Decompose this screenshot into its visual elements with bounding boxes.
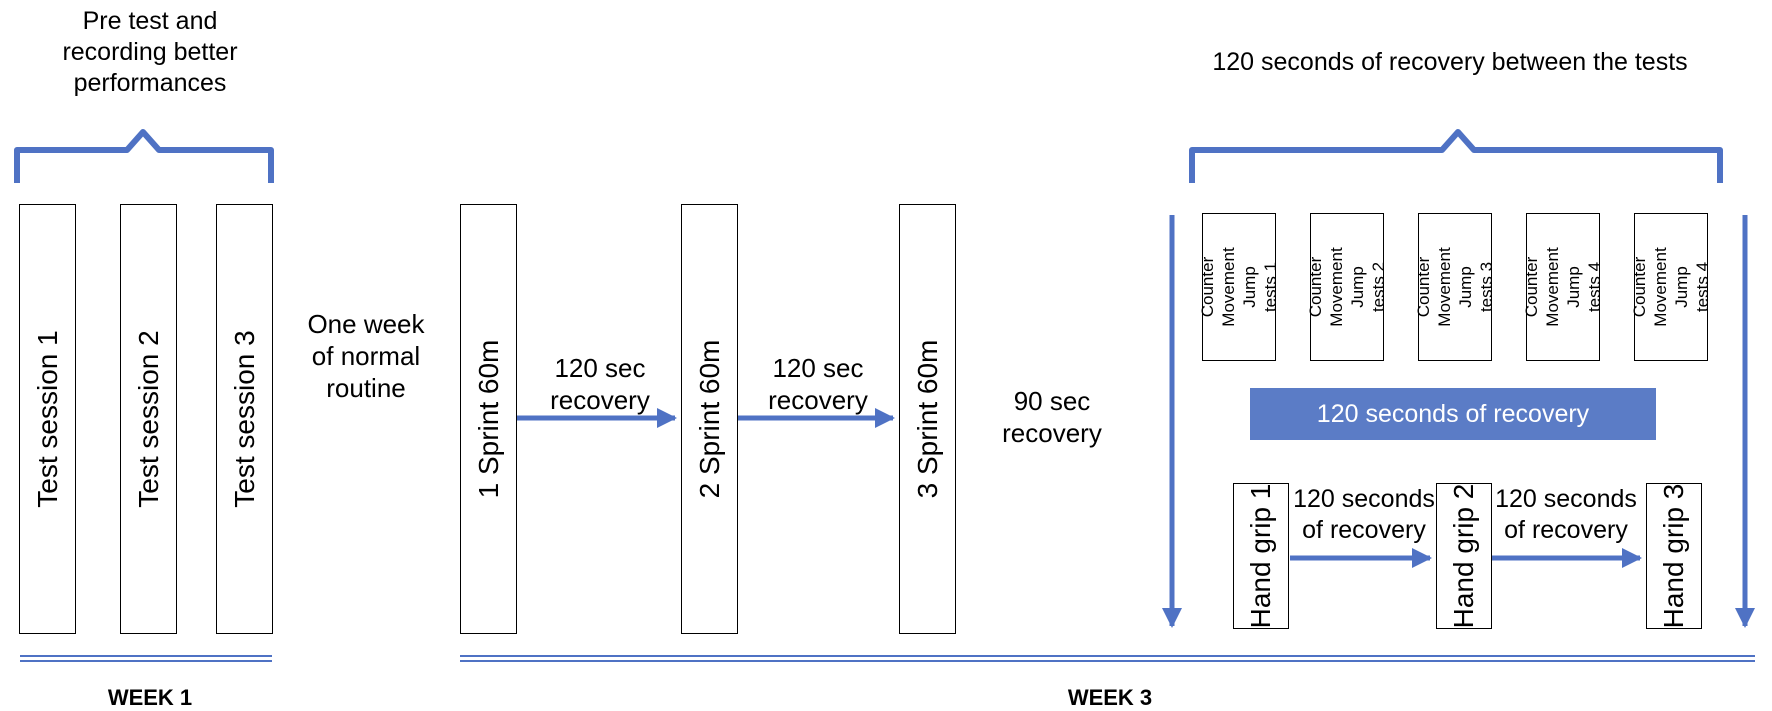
grip-recovery-label-1: 120 seconds of recovery <box>1293 485 1435 544</box>
jump-test-5-box: Counter Movement Jump tests 4 <box>1630 213 1712 361</box>
grip-recovery-label-2: 120 seconds of recovery <box>1495 485 1637 544</box>
sprint-3-box: 3 Sprint 60m <box>899 204 956 634</box>
jump-test-4-box: Counter Movement Jump tests 4 <box>1522 213 1604 361</box>
jump-test-4-label: Counter Movement Jump tests 4 <box>1522 247 1604 327</box>
test-session-3-box: Test session 3 <box>216 204 273 634</box>
recovery-band: 120 seconds of recovery <box>1250 388 1656 440</box>
sprint-1-label: 1 Sprint 60m <box>472 339 504 499</box>
hand-grip-1-label: Hand grip 1 <box>1245 483 1276 629</box>
test-session-1-label: Test session 1 <box>31 330 63 508</box>
sprint-2-box: 2 Sprint 60m <box>681 204 738 634</box>
tests-brace-label: 120 seconds of recovery between the test… <box>1212 48 1688 76</box>
week1-brace-label: Pre test and recording better performanc… <box>62 7 238 97</box>
jump-test-1-box: Counter Movement Jump tests 1 <box>1198 213 1280 361</box>
sprint-recovery-label-2: 120 sec recovery <box>768 353 868 415</box>
transition-label: One week of normal routine <box>307 309 425 403</box>
sprint-3-label: 3 Sprint 60m <box>911 339 943 499</box>
test-session-2-box: Test session 2 <box>120 204 177 634</box>
hand-grip-1-box: Hand grip 1 <box>1233 483 1289 629</box>
post-sprint-recovery-label: 90 sec recovery <box>1002 386 1102 448</box>
hand-grip-3-box: Hand grip 3 <box>1646 483 1702 629</box>
jump-test-3-box: Counter Movement Jump tests 3 <box>1414 213 1496 361</box>
jump-test-5-label: Counter Movement Jump tests 4 <box>1630 247 1712 327</box>
jump-test-3-label: Counter Movement Jump tests 3 <box>1414 247 1496 327</box>
recovery-band-label: 120 seconds of recovery <box>1316 399 1590 428</box>
week1-brace <box>14 129 274 183</box>
jump-test-2-label: Counter Movement Jump tests 2 <box>1306 247 1388 327</box>
test-session-2-label: Test session 2 <box>132 330 164 508</box>
hand-grip-3-label: Hand grip 3 <box>1658 483 1689 629</box>
test-session-1-box: Test session 1 <box>19 204 76 634</box>
week3-label: WEEK 3 <box>1067 685 1153 710</box>
jump-test-1-label: Counter Movement Jump tests 1 <box>1198 247 1280 327</box>
jump-test-2-box: Counter Movement Jump tests 2 <box>1306 213 1388 361</box>
hand-grip-2-label: Hand grip 2 <box>1448 483 1479 629</box>
hand-grip-2-box: Hand grip 2 <box>1436 483 1492 629</box>
sprint-recovery-label-1: 120 sec recovery <box>550 353 650 415</box>
week1-label: WEEK 1 <box>107 685 193 710</box>
sprint-1-box: 1 Sprint 60m <box>460 204 517 634</box>
test-session-3-label: Test session 3 <box>228 330 260 508</box>
sprint-2-label: 2 Sprint 60m <box>693 339 725 499</box>
tests-brace <box>1189 129 1723 183</box>
